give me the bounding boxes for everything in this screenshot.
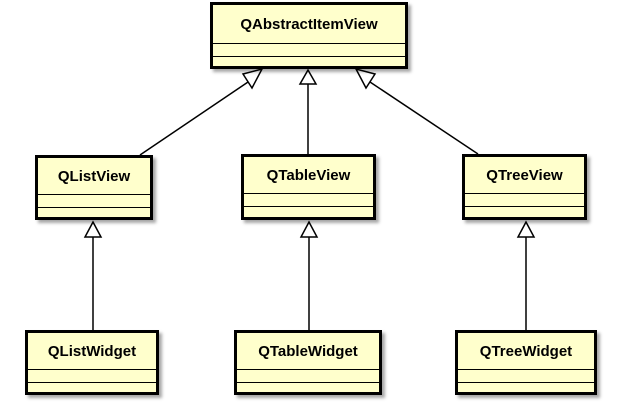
inherit-arrowhead-icon [241, 67, 264, 90]
operations-compartment [38, 208, 150, 220]
edge-treeview-to-abstractitemview [366, 79, 479, 155]
operations-compartment [244, 207, 373, 219]
attributes-compartment [28, 370, 156, 383]
class-name: QListView [38, 158, 150, 195]
class-name: QTableWidget [237, 333, 379, 370]
class-qabstractitemview: QAbstractItemView [210, 2, 408, 69]
class-name: QTreeView [465, 157, 584, 194]
operations-compartment [213, 57, 405, 69]
operations-compartment [465, 207, 584, 219]
class-name: QListWidget [28, 333, 156, 370]
class-qtablewidget: QTableWidget [234, 330, 382, 395]
inherit-arrowhead-icon [299, 220, 319, 238]
attributes-compartment [458, 370, 594, 383]
class-name: QTreeWidget [458, 333, 594, 370]
class-qtableview: QTableView [241, 154, 376, 220]
operations-compartment [28, 383, 156, 395]
inherit-arrowhead-icon [516, 220, 536, 238]
operations-compartment [458, 383, 594, 395]
operations-compartment [237, 383, 379, 395]
inherit-arrowhead-icon [298, 68, 318, 85]
attributes-compartment [244, 194, 373, 207]
class-qtreewidget: QTreeWidget [455, 330, 597, 395]
class-name: QTableView [244, 157, 373, 194]
attributes-compartment [237, 370, 379, 383]
class-qlistview: QListView [35, 155, 153, 220]
attributes-compartment [465, 194, 584, 207]
attributes-compartment [38, 195, 150, 208]
edge-listview-to-abstractitemview [139, 79, 252, 156]
class-qlistwidget: QListWidget [25, 330, 159, 395]
inherit-arrowhead-icon [83, 220, 103, 238]
class-name: QAbstractItemView [213, 5, 405, 44]
class-qtreeview: QTreeView [462, 154, 587, 220]
inherit-arrowhead-icon [354, 67, 377, 90]
attributes-compartment [213, 44, 405, 57]
